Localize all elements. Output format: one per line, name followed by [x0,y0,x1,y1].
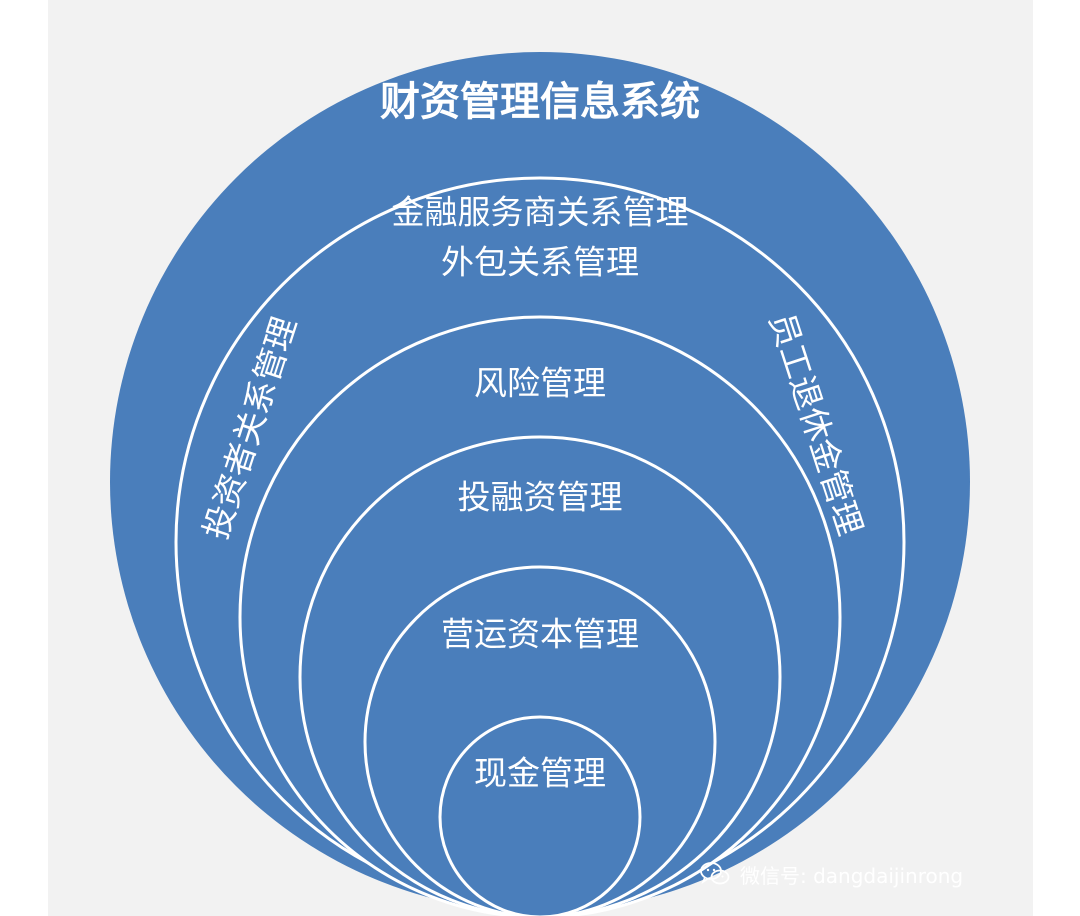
watermark: 微信号: dangdaijinrong [700,858,963,890]
layer-label-outsourcing: 外包关系管理 [441,243,639,282]
wechat-icon [700,862,730,885]
layer-label-partner-relations: 金融服务商关系管理 [392,193,689,232]
diagram-title: 财资管理信息系统 [380,79,700,125]
layer-label-working-capital: 营运资本管理 [441,615,639,654]
ring-cash-management [438,715,642,916]
layer-label-cash: 现金管理 [474,754,606,793]
layer-label-investment-financing: 投融资管理 [458,478,623,517]
layer-label-risk: 风险管理 [474,364,606,403]
watermark-text: 微信号: dangdaijinrong [740,863,964,888]
